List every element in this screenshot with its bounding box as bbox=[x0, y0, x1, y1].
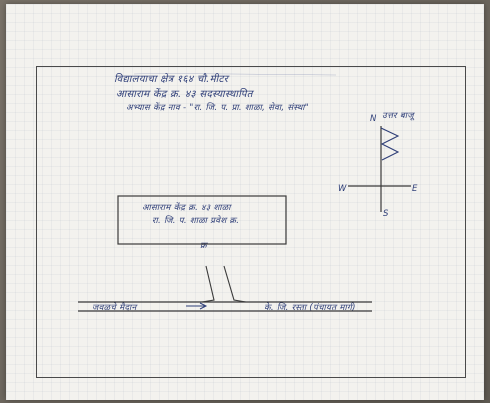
compass-west-label: W bbox=[338, 184, 347, 194]
compass-north-label: N bbox=[370, 114, 377, 124]
compass-south-label: S bbox=[383, 209, 389, 219]
entrance-path-left bbox=[201, 265, 215, 303]
school-building-box bbox=[117, 195, 287, 245]
paper-sheet: विद्यालयाचा क्षेत्र १६४ चौ.मीटर आसाराम क… bbox=[6, 4, 484, 400]
box-bottom-mark: क्र bbox=[200, 241, 207, 251]
header-note: उत्तर बाजू bbox=[382, 111, 414, 121]
sketch-lines bbox=[78, 73, 411, 312]
road-right-label: के. जि. रस्ता (पंचायत मार्ग) bbox=[264, 303, 356, 313]
header-line-3: अभ्यास केंद्र नाव - "रा. जि. प. प्रा. शा… bbox=[126, 103, 309, 113]
entrance-path-right bbox=[223, 265, 247, 303]
box-line-2: रा. जि. प. शाळा प्रवेश क्र. bbox=[152, 216, 240, 226]
road-direction-arrow-icon bbox=[186, 302, 208, 310]
road-left-label: जवळचे मैदान bbox=[92, 303, 137, 313]
drawing-frame bbox=[36, 66, 466, 378]
compass-east-label: E bbox=[412, 184, 418, 194]
compass-flag-icon bbox=[380, 127, 400, 161]
header-underline bbox=[133, 73, 337, 76]
box-line-1: आसाराम केंद्र क्र. ४३ शाळा bbox=[142, 203, 231, 213]
header-line-2: आसाराम केंद्र क्र. ४३ सदस्यास्थापित bbox=[116, 89, 253, 100]
header-line-1: विद्यालयाचा क्षेत्र १६४ चौ.मीटर bbox=[114, 74, 229, 85]
